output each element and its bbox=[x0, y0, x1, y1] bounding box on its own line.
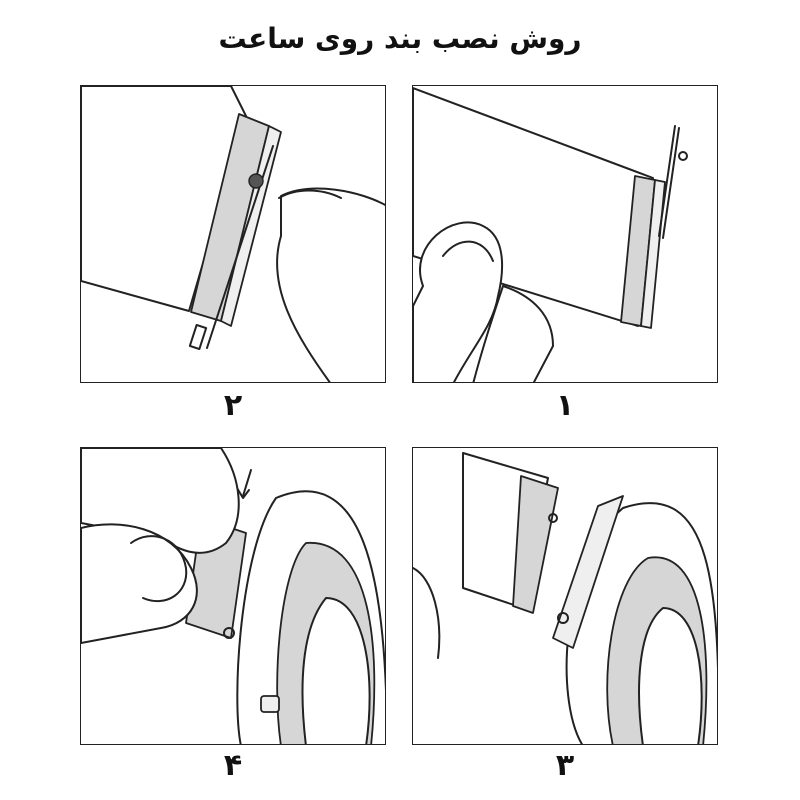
step-4-number: ۴ bbox=[223, 748, 243, 783]
step-2-illustration bbox=[80, 85, 386, 383]
step-4-illustration bbox=[80, 447, 386, 745]
step-2-number: ۲ bbox=[223, 388, 243, 423]
diagram-title: روش نصب بند روی ساعت bbox=[218, 22, 582, 55]
step-3-illustration bbox=[412, 447, 718, 745]
step-1-illustration bbox=[412, 85, 718, 383]
step-2-drawing bbox=[81, 86, 385, 382]
step-4-drawing bbox=[81, 448, 385, 744]
step-3-drawing bbox=[413, 452, 717, 744]
step-1-number: ۱ bbox=[555, 388, 575, 423]
step-1-drawing bbox=[413, 87, 688, 382]
step-3-number: ۳ bbox=[555, 748, 575, 783]
